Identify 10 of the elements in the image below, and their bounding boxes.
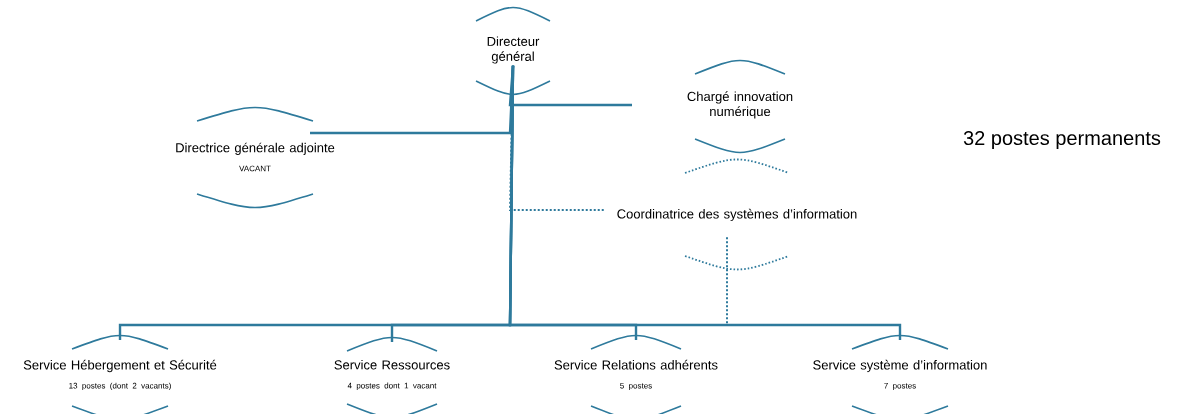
role-node: Directrice générale adjointe VACANT [176,106,335,209]
summary-text: 32 postes permanents [963,130,1161,150]
role-node: Chargé innovation numérique [687,59,793,154]
role-node: Directeur général [475,6,551,96]
role-node: Service Relations adhérents 5 postes [554,334,718,414]
role-node: Service Hébergement et Sécurité 13 postes (dont 2 vacants) [23,334,217,414]
role-node: Service système d’information 7 postes [813,334,987,414]
role-node: Service Ressources 4 postes dont 1 vacant [334,336,450,414]
connector [508,65,902,340]
role-node: Coordinatrice des systèmes d’information [617,158,857,271]
